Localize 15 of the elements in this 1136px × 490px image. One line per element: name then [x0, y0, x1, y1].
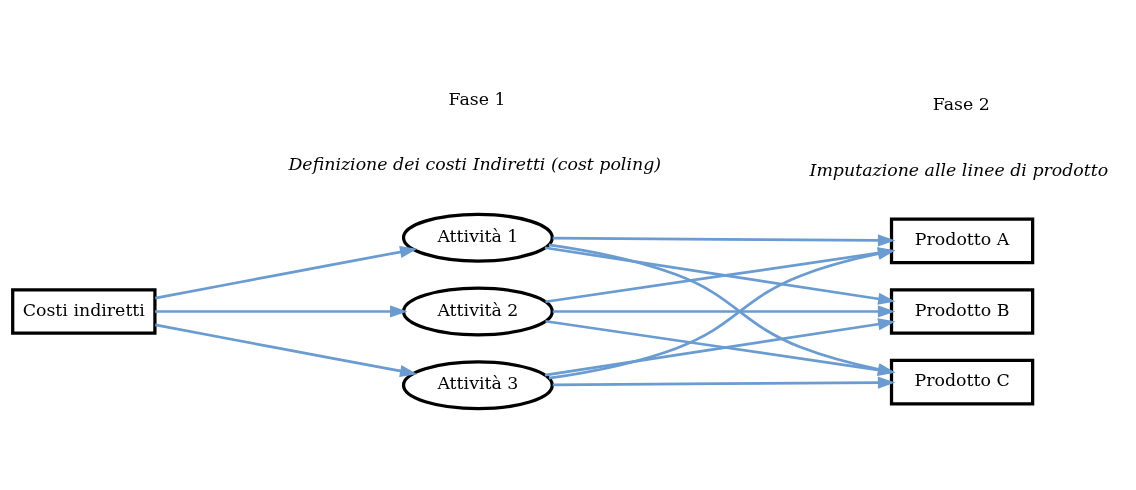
node-ellipse: Attività 2 [401, 286, 554, 337]
arrow [154, 305, 408, 318]
label: Imputazione alle linee di prodotto [809, 159, 1109, 180]
label: Definizione dei costi Indiretti (cost poling) [288, 154, 662, 175]
node-box: Prodotto A [889, 217, 1035, 265]
label: Fase 1 [448, 89, 506, 110]
label: Fase 2 [932, 94, 990, 115]
arrow [552, 234, 896, 247]
node-box: Prodotto C [889, 358, 1035, 406]
node-box: Costi indiretti [11, 288, 157, 335]
arrow [155, 246, 418, 300]
node-box: Prodotto B [889, 288, 1035, 335]
arrow [155, 323, 418, 377]
arrow [552, 305, 896, 318]
arrow [552, 376, 896, 389]
